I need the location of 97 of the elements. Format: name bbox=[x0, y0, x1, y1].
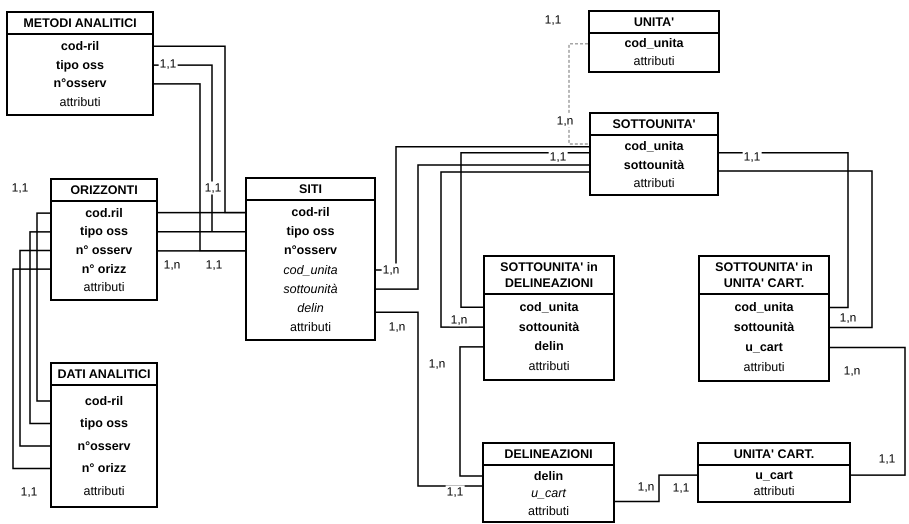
entity-table bbox=[6, 11, 154, 116]
entity-table bbox=[588, 10, 720, 73]
field-name: attributi bbox=[634, 54, 674, 69]
relationship-line bbox=[12, 268, 50, 470]
relationship-line bbox=[376, 312, 482, 487]
cardinality-label: 1,1 bbox=[20, 486, 38, 498]
field-name: u_cart bbox=[531, 486, 566, 501]
cardinality-label: 1,n bbox=[450, 314, 468, 326]
field-name: attributi bbox=[84, 280, 124, 296]
cardinality-label: 1,1 bbox=[742, 150, 762, 164]
table-title: SITI bbox=[247, 179, 374, 201]
field-name: cod-ril bbox=[84, 394, 124, 408]
table-title: UNITA' CART. bbox=[699, 444, 849, 466]
cardinality-label: 1,1 bbox=[10, 182, 30, 194]
table-title: SOTTOUNITA' bbox=[591, 114, 717, 136]
entity-table bbox=[589, 112, 719, 196]
relationship-line bbox=[568, 43, 589, 145]
table-title: UNITA' bbox=[590, 12, 718, 34]
field-name: cod_unita bbox=[519, 300, 579, 315]
table-title: SOTTOUNITA' in DELINEAZIONI bbox=[485, 257, 613, 295]
relationship-line bbox=[719, 170, 873, 328]
field-name: attributi bbox=[528, 359, 570, 374]
relationship-line bbox=[376, 146, 589, 271]
cardinality-label: 1,n bbox=[388, 320, 406, 334]
relationship-line bbox=[157, 231, 245, 233]
relationship-line bbox=[459, 346, 483, 477]
field-name: sottounità bbox=[624, 158, 684, 172]
table-title: DELINEAZIONI bbox=[484, 444, 613, 466]
field-name: tipo oss bbox=[80, 224, 128, 240]
field-name: cod_unita bbox=[624, 36, 684, 52]
cardinality-label: 1,n bbox=[428, 358, 446, 370]
cardinality-label: 1,1 bbox=[204, 258, 224, 272]
relationship-line bbox=[615, 474, 697, 502]
cardinality-label: 1,1 bbox=[158, 58, 178, 70]
relationship-line bbox=[36, 212, 50, 402]
entity-table bbox=[698, 255, 830, 382]
cardinality-label: 1,1 bbox=[672, 482, 690, 494]
relationship-line bbox=[719, 152, 849, 308]
field-name: cod-ril bbox=[291, 205, 330, 220]
field-name: attributi bbox=[84, 484, 124, 498]
field-name: cod_unita bbox=[283, 262, 338, 278]
table-title: DATI ANALITICI bbox=[52, 364, 156, 386]
relationship-line bbox=[460, 152, 589, 308]
field-name: cod_unita bbox=[734, 300, 794, 315]
field-name: delin bbox=[297, 300, 324, 316]
field-name: cod-ril bbox=[60, 38, 100, 54]
cardinality-label: 1,1 bbox=[204, 182, 222, 194]
relationship-line bbox=[376, 164, 589, 290]
relationship-line bbox=[830, 346, 906, 476]
cardinality-label: 1,1 bbox=[544, 14, 562, 26]
field-name: n° orizz bbox=[82, 461, 126, 476]
field-name: attributi bbox=[60, 95, 100, 110]
field-name: n° osserv bbox=[76, 242, 132, 258]
table-title: SOTTOUNITA' in UNITA' CART. bbox=[700, 257, 828, 295]
field-name: n°osserv bbox=[78, 438, 130, 454]
field-name: n°osserv bbox=[284, 243, 337, 258]
cardinality-label: 1,n bbox=[162, 258, 182, 272]
field-name: attributi bbox=[528, 504, 569, 518]
relationship-line bbox=[29, 231, 50, 424]
cardinality-label: 1,n bbox=[382, 264, 400, 276]
field-name: sottounità bbox=[734, 320, 794, 335]
entity-table bbox=[482, 442, 615, 523]
table-title: METODI ANALITICI bbox=[8, 13, 152, 35]
field-name: cod_unita bbox=[624, 139, 684, 154]
relationship-line bbox=[440, 171, 589, 328]
cardinality-label: 1,1 bbox=[548, 150, 568, 164]
field-name: tipo oss bbox=[80, 416, 128, 431]
field-name: attributi bbox=[634, 176, 674, 191]
table-title: ORIZZONTI bbox=[52, 180, 156, 202]
cardinality-label: 1,n bbox=[636, 480, 656, 494]
entity-table bbox=[245, 177, 376, 341]
field-name: delin bbox=[534, 339, 564, 354]
cardinality-label: 1,n bbox=[842, 364, 862, 378]
field-name: attributi bbox=[744, 360, 784, 375]
field-name: n° orizz bbox=[82, 262, 126, 277]
cardinality-label: 1,1 bbox=[446, 486, 464, 498]
field-name: attributi bbox=[290, 320, 331, 335]
cardinality-label: 1,1 bbox=[878, 452, 896, 466]
relationship-line bbox=[157, 212, 245, 214]
relationship-line bbox=[19, 250, 50, 447]
field-name: cod.ril bbox=[85, 206, 123, 221]
field-name: delin bbox=[534, 468, 564, 484]
field-name: tipo oss bbox=[286, 224, 334, 240]
field-name: tipo oss bbox=[56, 58, 104, 73]
entity-table bbox=[697, 442, 851, 503]
entity-table bbox=[50, 178, 158, 301]
entity-table bbox=[483, 255, 615, 381]
cardinality-label: 1,n bbox=[838, 312, 858, 324]
entity-table bbox=[50, 362, 158, 508]
field-name: sottounità bbox=[518, 320, 580, 335]
field-name: u_cart bbox=[745, 340, 783, 355]
field-name: u_cart bbox=[755, 468, 793, 483]
field-name: n°osserv bbox=[54, 76, 106, 92]
field-name: sottounità bbox=[283, 282, 338, 297]
field-name: attributi bbox=[754, 484, 794, 500]
cardinality-label: 1,n bbox=[556, 114, 574, 128]
relationship-line bbox=[157, 250, 245, 252]
